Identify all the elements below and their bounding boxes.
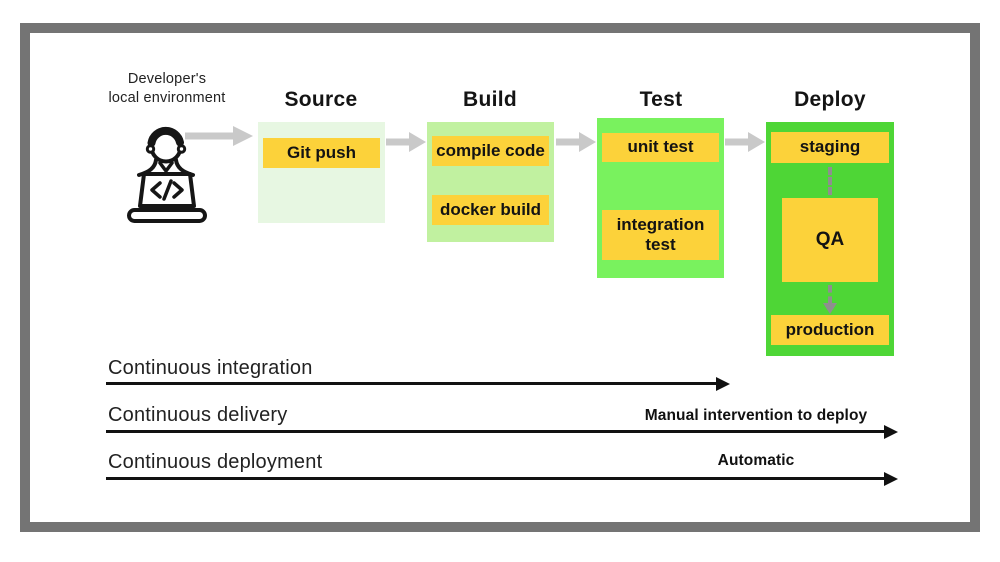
stage-title-build: Build [463, 88, 517, 111]
timeline-arrowhead-continuous-integration-icon [716, 376, 730, 391]
stage-title-deploy: Deploy [794, 88, 866, 111]
diagram-border-frame [20, 23, 980, 532]
timeline-label-continuous-integration: Continuous integration [108, 357, 313, 379]
timeline-arrowhead-continuous-deployment-icon [884, 471, 898, 486]
timeline-arrow-continuous-integration [106, 382, 718, 385]
timeline-label-continuous-delivery: Continuous delivery [108, 404, 288, 426]
timeline-arrowhead-continuous-delivery-icon [884, 424, 898, 439]
annotation-automatic: Automatic [717, 452, 795, 469]
timeline-label-continuous-deployment: Continuous deployment [108, 451, 323, 473]
stage-title-source: Source [284, 88, 358, 111]
arrow-test-to-deploy-icon [725, 132, 765, 152]
step-git-push: Git push [263, 138, 380, 168]
step-compile-code: compile code [432, 136, 549, 166]
developer-environment-label: Developer's local environment [87, 70, 247, 107]
dashed-arrowhead-down-icon [823, 303, 837, 314]
developer-at-laptop-icon [127, 126, 207, 223]
timeline-arrow-continuous-delivery [106, 430, 886, 433]
dashed-connector-staging-to-qa [828, 167, 832, 195]
dashed-connector-qa-to-production [828, 285, 832, 304]
arrow-build-to-test-icon [556, 132, 596, 152]
step-staging: staging [771, 132, 889, 163]
annotation-manual-intervention: Manual intervention to deploy [644, 407, 868, 424]
step-unit-test: unit test [602, 133, 719, 162]
developer-environment-label-line2: local environment [108, 89, 226, 106]
step-qa: QA [782, 198, 878, 282]
step-docker-build: docker build [432, 195, 549, 225]
step-production: production [771, 315, 889, 345]
stage-title-test: Test [639, 88, 683, 111]
step-integration-test: integration test [602, 210, 719, 260]
timeline-arrow-continuous-deployment [106, 477, 886, 480]
arrow-source-to-build-icon [386, 132, 426, 152]
arrow-developer-to-source-icon [185, 126, 253, 146]
developer-environment-label-line1: Developer's [127, 71, 207, 87]
